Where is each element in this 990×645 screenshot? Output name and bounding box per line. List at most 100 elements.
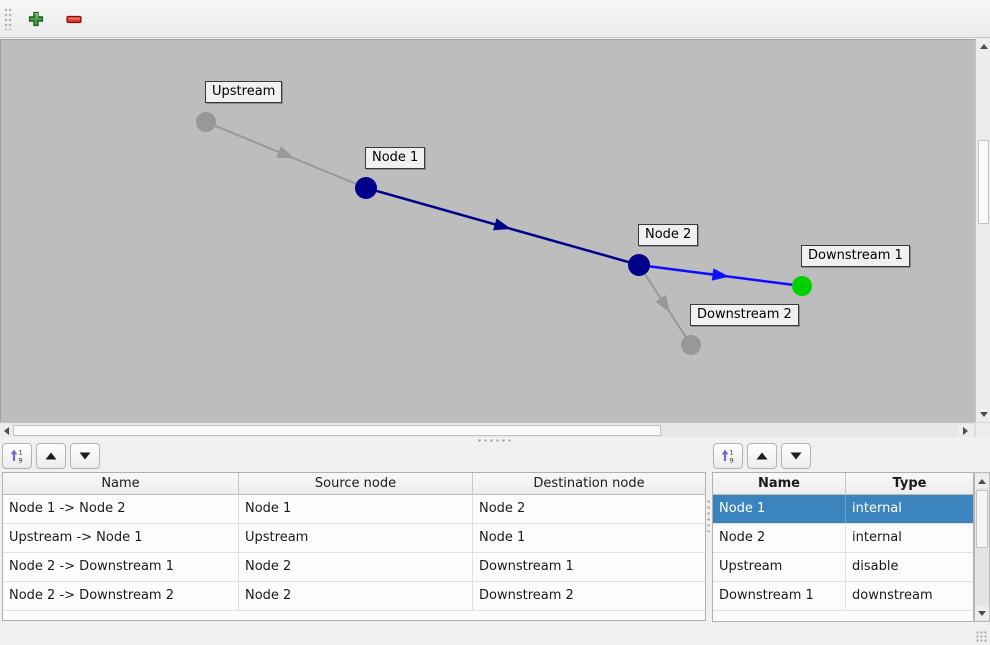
- graph-node-downstream2[interactable]: [681, 335, 701, 355]
- graph-vertical-scrollbar[interactable]: [975, 39, 990, 422]
- empty-row: [3, 611, 705, 620]
- scroll-down-button[interactable]: [975, 606, 989, 620]
- horizontal-scroll-thumb[interactable]: [13, 425, 661, 436]
- table-cell: Node 2 -> Downstream 2: [3, 582, 239, 610]
- svg-text:1: 1: [730, 449, 734, 457]
- empty-row: [713, 611, 973, 621]
- node-label-downstream1[interactable]: Downstream 1: [801, 245, 910, 267]
- scroll-down-button[interactable]: [977, 407, 990, 422]
- arrow-right-icon: [963, 426, 968, 435]
- table-row[interactable]: Downstream 1 downstream: [713, 582, 973, 611]
- table-cell: Downstream 1: [479, 559, 574, 574]
- edge-arrow-icon: [655, 294, 670, 313]
- graph-node-downstream1[interactable]: [792, 276, 812, 296]
- table-row[interactable]: Node 1 internal: [713, 495, 973, 524]
- column-header-destination-node[interactable]: Destination node: [473, 473, 705, 495]
- move-down-button[interactable]: [70, 443, 100, 469]
- column-header-name[interactable]: Name: [713, 473, 846, 495]
- node-label-node2[interactable]: Node 2: [638, 224, 699, 246]
- table-row[interactable]: Node 2 internal: [713, 524, 973, 553]
- table-cell: Node 1: [713, 495, 846, 523]
- graph-node-upstream[interactable]: [196, 112, 216, 132]
- nodes-table-scrollbar[interactable]: [974, 472, 990, 622]
- sort-ascending-icon: 19: [721, 449, 734, 465]
- triangle-down-icon: [790, 452, 802, 460]
- node-graph: [196, 112, 812, 355]
- toolbar-grip[interactable]: [4, 7, 13, 30]
- move-up-button[interactable]: [36, 443, 66, 469]
- table-row[interactable]: Upstream disable: [713, 553, 973, 582]
- table-cell: Downstream 1: [713, 582, 846, 610]
- column-header-type[interactable]: Type: [846, 473, 973, 495]
- splitter-grip-icon: [707, 500, 711, 532]
- vertical-splitter[interactable]: [706, 445, 712, 637]
- svg-text:9: 9: [730, 457, 734, 465]
- graph-node-node1[interactable]: [355, 177, 377, 199]
- table-cell: Node 1 -> Node 2: [3, 495, 239, 523]
- scroll-up-button[interactable]: [975, 474, 989, 488]
- table-cell: Node 1: [479, 530, 526, 545]
- main-toolbar: [0, 0, 990, 38]
- scroll-right-button[interactable]: [958, 424, 973, 437]
- arrow-down-icon: [980, 412, 988, 417]
- node-label-node1[interactable]: Node 1: [365, 147, 426, 169]
- scroll-up-button[interactable]: [977, 39, 990, 54]
- scrollbar-corner: [975, 422, 990, 437]
- table-cell: Node 2: [239, 582, 473, 610]
- column-header-name[interactable]: Name: [3, 473, 239, 495]
- table-cell: Node 2: [479, 501, 526, 516]
- edge-arrow-icon: [711, 268, 730, 281]
- table-cell: Node 2: [239, 553, 473, 581]
- table-cell: Node 2 -> Downstream 1: [3, 553, 239, 581]
- minus-icon: [66, 15, 82, 23]
- svg-text:1: 1: [19, 449, 23, 457]
- window-resize-grip[interactable]: [976, 631, 988, 643]
- table-cell: internal: [852, 501, 902, 516]
- arrow-up-icon: [978, 478, 986, 484]
- arrow-left-icon: [4, 426, 9, 435]
- graph-node-node2[interactable]: [628, 254, 650, 276]
- table-cell: disable: [852, 559, 899, 574]
- svg-text:9: 9: [19, 457, 23, 465]
- vertical-scroll-thumb[interactable]: [978, 140, 989, 224]
- move-down-button[interactable]: [781, 443, 811, 469]
- remove-button[interactable]: [59, 5, 89, 33]
- graph-horizontal-scrollbar[interactable]: [0, 422, 975, 437]
- table-cell: internal: [852, 530, 902, 545]
- horizontal-splitter[interactable]: [0, 437, 990, 445]
- vertical-scroll-thumb[interactable]: [976, 490, 988, 548]
- table-cell: Node 2: [713, 524, 846, 552]
- triangle-down-icon: [79, 452, 91, 460]
- column-header-source-node[interactable]: Source node: [239, 473, 473, 495]
- edge-arrow-icon: [493, 218, 512, 231]
- plus-icon: [28, 11, 44, 26]
- sort-ascending-icon: 19: [10, 449, 23, 465]
- table-cell: downstream: [852, 588, 933, 603]
- triangle-up-icon: [45, 452, 57, 460]
- arrow-down-icon: [978, 610, 986, 616]
- add-button[interactable]: [21, 5, 51, 33]
- node-label-downstream2[interactable]: Downstream 2: [690, 304, 799, 326]
- table-cell: Upstream: [713, 553, 846, 581]
- table-cell: Upstream: [239, 524, 473, 552]
- table-cell: Node 1: [239, 495, 473, 523]
- splitter-grip-icon: [478, 439, 512, 443]
- edge-arrow-icon: [276, 146, 295, 159]
- node-label-upstream[interactable]: Upstream: [205, 81, 283, 103]
- move-up-button[interactable]: [747, 443, 777, 469]
- scroll-left-button[interactable]: [0, 424, 13, 437]
- arrow-up-icon: [980, 44, 988, 49]
